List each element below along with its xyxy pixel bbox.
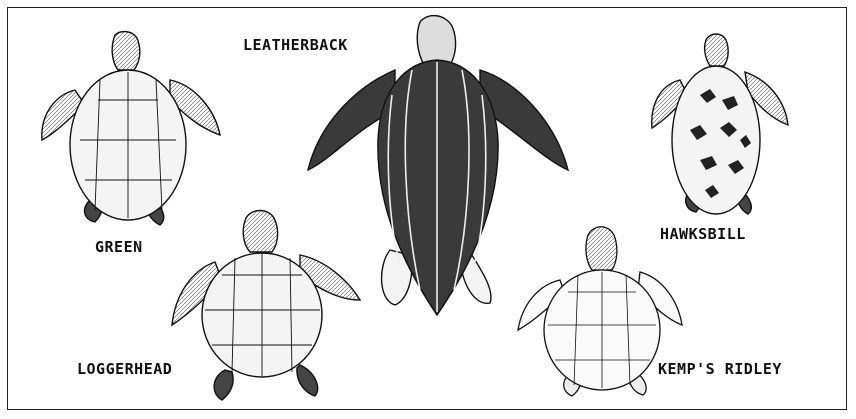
label-green: GREEN — [95, 240, 143, 255]
leatherback-turtle — [308, 16, 568, 315]
label-kemps-ridley: KEMP'S RIDLEY — [658, 362, 782, 377]
label-leatherback: LEATHERBACK — [243, 38, 348, 53]
label-loggerhead: LOGGERHEAD — [77, 362, 172, 377]
hawksbill-turtle — [652, 34, 788, 214]
green-turtle — [42, 32, 220, 225]
loggerhead-turtle — [172, 211, 360, 401]
label-hawksbill: HAWKSBILL — [660, 227, 746, 242]
